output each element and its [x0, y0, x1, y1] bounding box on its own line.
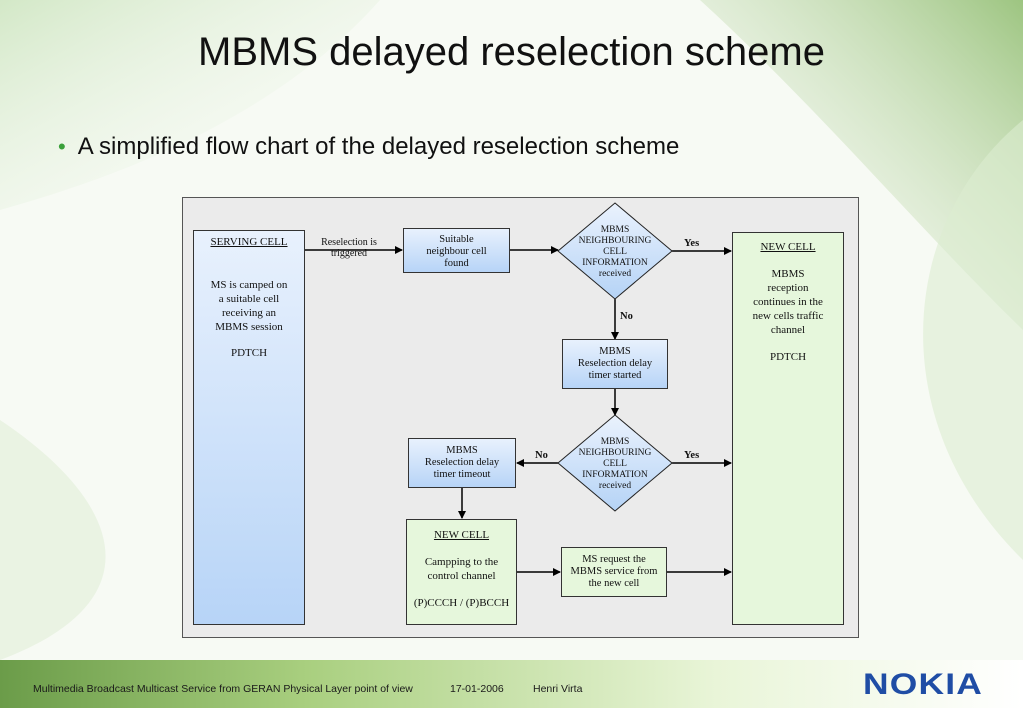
new-cell-reception-line5: channel — [770, 324, 806, 336]
decision1-no-label: No — [620, 311, 633, 322]
suitable-cell-line3: found — [444, 258, 469, 269]
new-cell-camping-line2: control channel — [427, 570, 496, 582]
delay-started-box: MBMS Reselection delay timer started — [562, 339, 668, 389]
decision1-text: MBMS NEIGHBOURING CELL INFORMATION recei… — [575, 225, 655, 280]
serving-cell-heading: SERVING CELL — [210, 236, 288, 248]
suitable-cell-box: Suitable neighbour cell found — [403, 228, 510, 273]
decision1-yes-label: Yes — [684, 238, 700, 249]
reselection-triggered-label: Reselection is triggered — [308, 237, 390, 259]
nokia-logo: NOKIA — [863, 668, 983, 701]
new-cell-camping-line1: Campping to the — [424, 556, 499, 568]
ms-request-line3: the new cell — [588, 578, 640, 589]
decision1-line3: CELL — [603, 247, 627, 257]
serving-cell-line3: receiving an — [221, 307, 277, 319]
new-cell-camping-channel: (P)CCCH / (P)BCCH — [413, 597, 510, 609]
decision1-line2: NEIGHBOURING — [578, 236, 652, 246]
decision1-line5: received — [598, 269, 632, 279]
slide-title: MBMS delayed reselection scheme — [198, 30, 825, 74]
ms-request-line1: MS request the — [582, 554, 646, 565]
serving-cell-line4: MBMS session — [215, 321, 283, 333]
new-cell-reception-channel: PDTCH — [769, 351, 807, 363]
delay-timeout-line2: Reselection delay — [424, 457, 500, 468]
ms-request-line2: MBMS service from — [570, 566, 658, 577]
footer-caption: Multimedia Broadcast Multicast Service f… — [33, 683, 413, 695]
decision2-text: MBMS NEIGHBOURING CELL INFORMATION recei… — [575, 437, 655, 492]
decision1-line4: INFORMATION — [582, 258, 648, 268]
footer-date: 17-01-2006 — [450, 683, 504, 695]
suitable-cell-line2: neighbour cell — [426, 246, 487, 257]
bullet-text: A simplified flow chart of the delayed r… — [77, 133, 680, 160]
delay-started-line1: MBMS — [599, 346, 631, 357]
reselection-label-line2: triggered — [330, 248, 368, 259]
new-cell-reception-line1: MBMS — [771, 268, 805, 280]
delay-timeout-line3: timer timeout — [433, 469, 491, 480]
decision2-line2: NEIGHBOURING — [578, 448, 652, 458]
serving-cell-box: SERVING CELL MS is camped on a suitable … — [193, 230, 305, 625]
bullet-dot-icon: • — [58, 134, 66, 159]
new-cell-camping-box: NEW CELL Campping to the control channel… — [406, 519, 517, 625]
new-cell-reception-line3: continues in the — [753, 296, 823, 308]
new-cell-camping-heading: NEW CELL — [433, 529, 490, 541]
decision2-yes-label: Yes — [684, 450, 700, 461]
new-cell-reception-heading: NEW CELL — [760, 241, 816, 253]
decision2-line1: MBMS — [600, 437, 630, 447]
new-cell-reception-box: NEW CELL MBMS reception continues in the… — [732, 232, 844, 625]
bullet-item: • A simplified flow chart of the delayed … — [58, 133, 679, 161]
delay-started-line2: Reselection delay — [577, 358, 653, 369]
decision1-line1: MBMS — [600, 225, 630, 235]
footer-author: Henri Virta — [533, 683, 583, 695]
serving-cell-line1: MS is camped on — [210, 279, 288, 291]
delay-timeout-line1: MBMS — [446, 445, 478, 456]
ms-request-box: MS request the MBMS service from the new… — [561, 547, 667, 597]
serving-cell-channel: PDTCH — [230, 347, 268, 359]
new-cell-reception-line2: reception — [767, 282, 809, 294]
decision2-line5: received — [598, 481, 632, 491]
reselection-label-line1: Reselection is — [321, 237, 377, 248]
serving-cell-line2: a suitable cell — [218, 293, 280, 305]
suitable-cell-line1: Suitable — [439, 234, 474, 245]
delay-timeout-box: MBMS Reselection delay timer timeout — [408, 438, 516, 488]
decision2-no-label: No — [535, 450, 548, 461]
new-cell-reception-line4: new cells traffic — [752, 310, 824, 322]
decision2-line4: INFORMATION — [582, 470, 648, 480]
footer-bar — [0, 660, 1023, 708]
decision2-line3: CELL — [603, 459, 627, 469]
delay-started-line3: timer started — [588, 370, 642, 381]
